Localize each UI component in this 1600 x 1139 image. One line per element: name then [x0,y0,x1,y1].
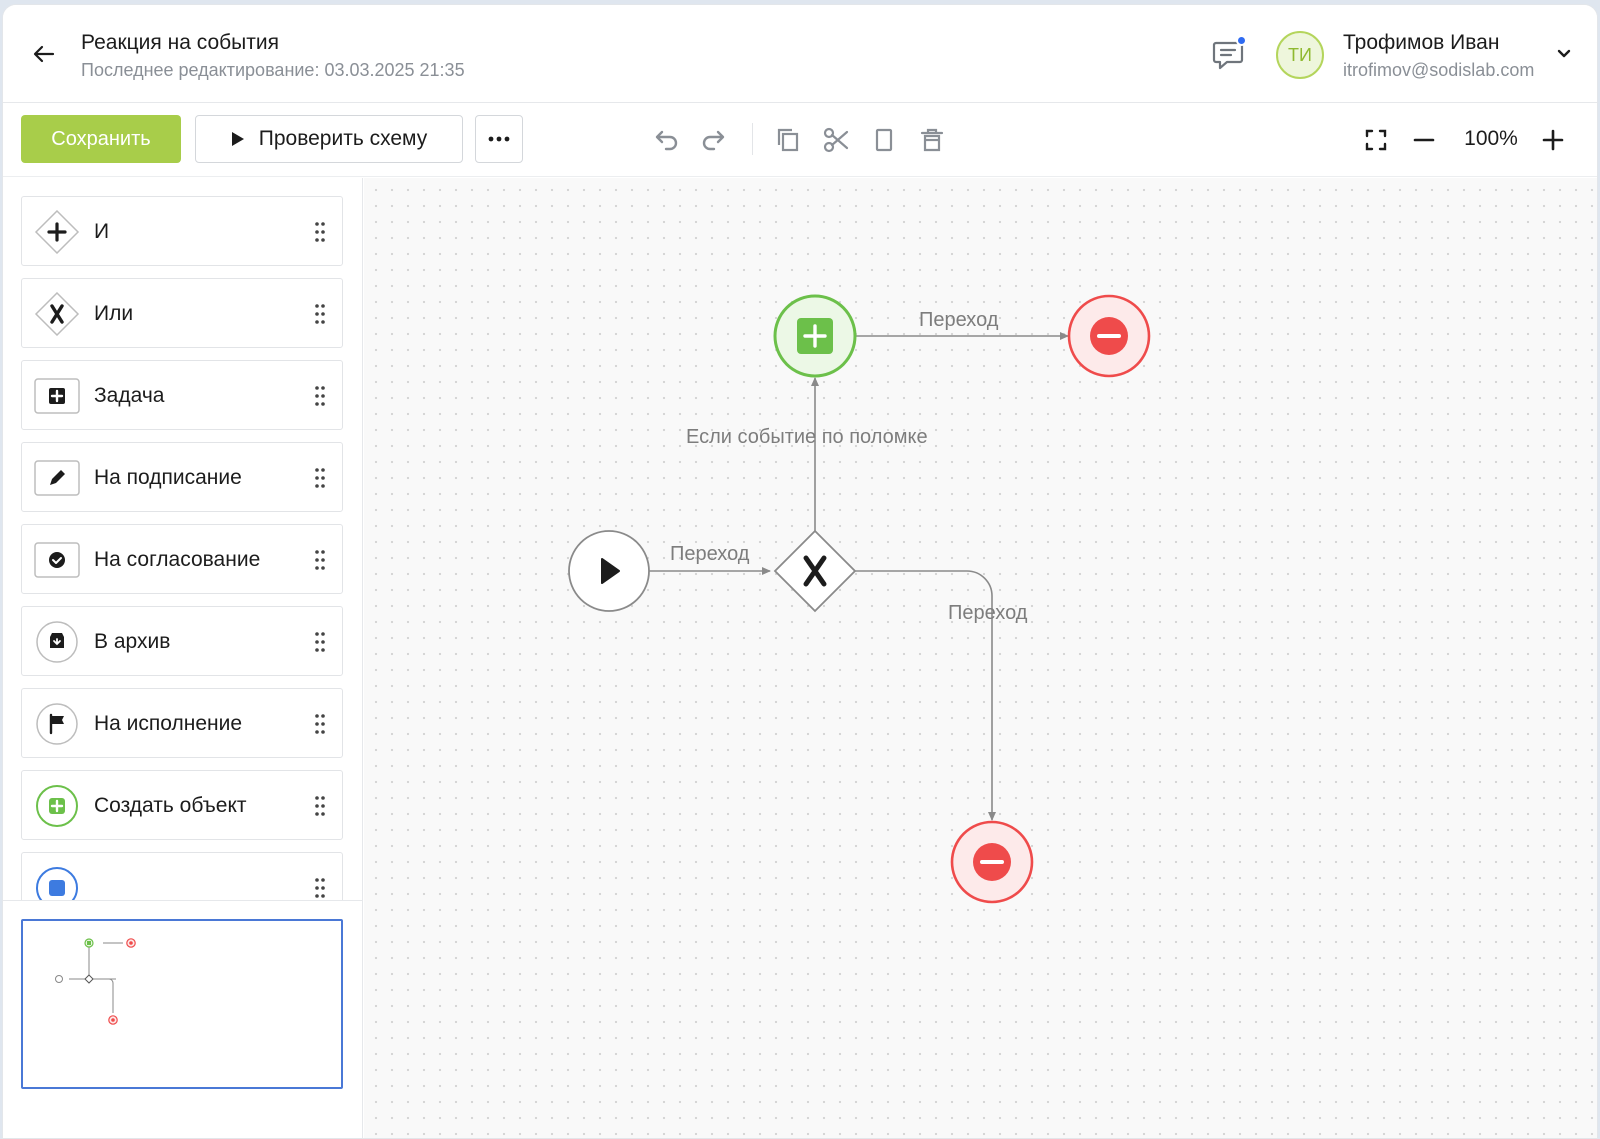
palette-item-or[interactable]: Или [21,278,343,348]
palette-item-task[interactable]: Задача [21,360,343,430]
page-title: Реакция на события [81,31,279,54]
drag-handle-icon[interactable] [314,221,326,243]
palette-item-archive[interactable]: В архив [21,606,343,676]
palette-item-partial[interactable] [21,852,343,900]
palette-item-sign[interactable]: На подписание [21,442,343,512]
redo-icon[interactable] [699,125,729,155]
check-scheme-label: Проверить схему [258,127,428,150]
fullscreen-icon[interactable] [1361,125,1391,155]
minimap[interactable] [21,919,343,1089]
back-arrow-icon[interactable] [31,41,57,67]
drag-handle-icon[interactable] [314,385,326,407]
start-event-node[interactable] [568,530,650,612]
plus-diamond-icon [34,210,80,254]
undo-icon[interactable] [651,125,681,155]
drag-handle-icon[interactable] [314,549,326,571]
save-button[interactable]: Сохранить [21,115,181,163]
drag-handle-icon[interactable] [314,303,326,325]
check-scheme-button[interactable]: Проверить схему [195,115,463,163]
header: Реакция на события Последнее редактирова… [3,5,1597,103]
blue-circle-icon [36,867,78,900]
avatar[interactable]: ТИ [1276,31,1324,79]
paste-icon[interactable] [869,125,899,155]
pencil-icon [34,460,80,496]
edge-or-to-end-bottom[interactable] [855,570,996,821]
flag-icon [36,703,78,745]
edge-label-start[interactable]: Переход [670,543,750,565]
edge-label-top[interactable]: Переход [919,309,999,331]
diagram-svg [568,294,1151,904]
check-circle-icon [34,542,80,578]
palette-list[interactable]: И Или Задача [3,178,363,900]
palette-item-label: Задача [94,384,165,407]
zoom-out-icon[interactable] [1409,125,1439,155]
palette-item-execution[interactable]: На исполнение [21,688,343,758]
toolbar: Сохранить Проверить схему [3,103,1597,177]
palette-item-and[interactable]: И [21,196,343,266]
delete-icon[interactable] [917,125,947,155]
palette-item-label: На подписание [94,466,242,489]
archive-icon [36,621,78,663]
palette-item-create-object[interactable]: Создать объект [21,770,343,840]
zoom-level: 100% [1464,127,1518,150]
minimap-preview [55,938,136,1025]
user-name: Трофимов Иван [1343,31,1500,54]
copy-icon[interactable] [773,125,803,155]
end-event-node-bottom[interactable] [950,820,1034,904]
palette-item-label: Создать объект [94,794,247,817]
task-plus-icon [34,378,80,414]
palette-item-label: И [94,220,110,243]
end-event-node-top[interactable] [1067,294,1151,378]
x-diamond-icon [34,292,80,336]
drag-handle-icon[interactable] [314,631,326,653]
palette-item-label: В архив [94,630,171,653]
or-gateway-node[interactable] [773,529,857,613]
app-window: Реакция на события Последнее редактирова… [2,4,1598,1139]
edge-label-right[interactable]: Переход [948,602,1028,624]
create-object-icon [36,785,78,827]
drag-handle-icon[interactable] [314,877,326,899]
palette-item-label: Или [94,302,134,325]
drag-handle-icon[interactable] [314,713,326,735]
drag-handle-icon[interactable] [314,467,326,489]
element-palette: И Или Задача [3,178,363,1138]
palette-item-label: На исполнение [94,712,243,735]
edge-label-condition[interactable]: Если событие по поломке [686,426,928,448]
palette-divider [3,900,363,901]
create-object-node[interactable] [773,294,857,378]
scissors-icon[interactable] [821,125,851,155]
more-button[interactable] [475,115,523,163]
toolbar-separator [752,123,753,155]
last-edited-text: Последнее редактирование: 03.03.2025 21:… [81,60,465,80]
play-icon [231,132,244,146]
palette-item-label: На согласование [94,548,261,571]
user-email: itrofimov@sodislab.com [1343,60,1535,80]
zoom-in-icon[interactable] [1538,125,1568,155]
more-dots-icon [488,136,510,142]
diagram-canvas[interactable]: Переход Если событие по поломке Переход … [364,178,1597,1138]
chevron-down-icon[interactable] [1555,45,1573,63]
drag-handle-icon[interactable] [314,795,326,817]
notification-dot [1236,35,1247,46]
palette-item-approval[interactable]: На согласование [21,524,343,594]
